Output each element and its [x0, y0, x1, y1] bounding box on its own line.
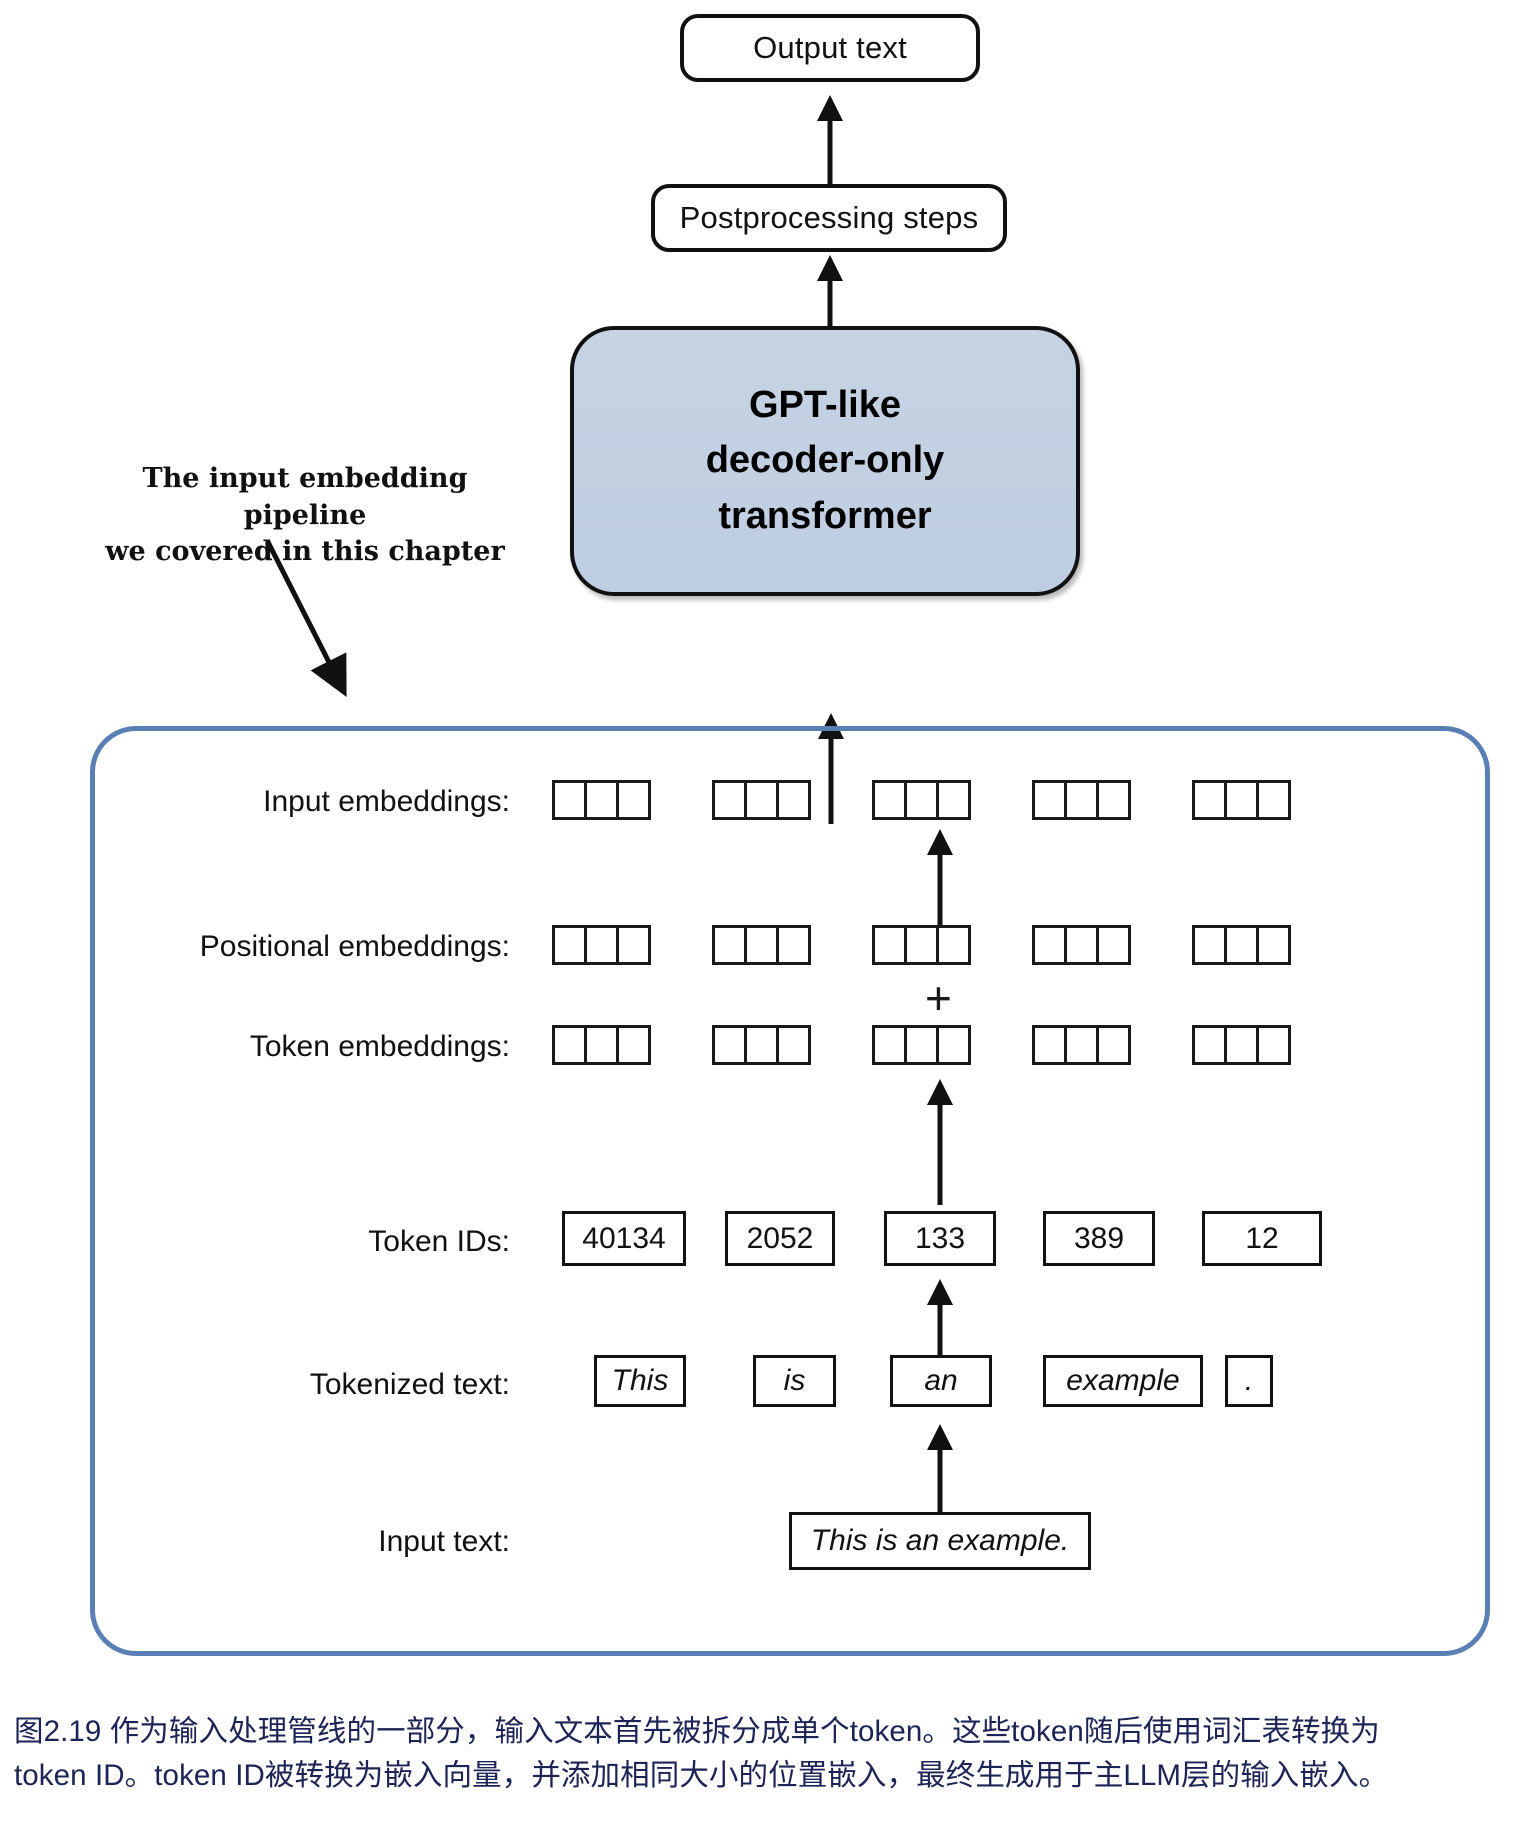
arrow-head-icon: [927, 1424, 953, 1450]
token-id-box: 2052: [725, 1211, 835, 1266]
embedding-cell: [552, 1025, 587, 1065]
token-embedding-group: [872, 1025, 971, 1065]
row-label-positional-embeddings: Positional embeddings:: [199, 930, 510, 963]
annotation-arrow: [265, 540, 347, 697]
embedding-cell: [1256, 780, 1291, 820]
embedding-cell: [936, 925, 971, 965]
token-text-box: .: [1225, 1355, 1273, 1407]
arrow-head-icon: [927, 829, 953, 855]
arrow-head-icon: [927, 1079, 953, 1105]
embedding-cell: [584, 1025, 619, 1065]
input-embedding-group: [872, 780, 971, 820]
embedding-cell: [1224, 780, 1259, 820]
row-label-input-text: Input text:: [378, 1525, 510, 1558]
embedding-cell: [1096, 925, 1131, 965]
gpt-model-box: GPT-like decoder-only transformer: [570, 326, 1080, 596]
token-embedding-group: [1192, 1025, 1291, 1065]
row-label-token-ids: Token IDs:: [368, 1225, 510, 1258]
token-embedding-group: [712, 1025, 811, 1065]
token-text-box: is: [753, 1355, 836, 1407]
embedding-cell: [904, 1025, 939, 1065]
positional-embedding-group: [552, 925, 651, 965]
caption-line-1: 图2.19 作为输入处理管线的一部分，输入文本首先被拆分成单个token。这些t…: [14, 1715, 1380, 1748]
embedding-cell: [1064, 1025, 1099, 1065]
embedding-cell: [904, 780, 939, 820]
embedding-cell: [904, 925, 939, 965]
token-id-box: 133: [884, 1211, 996, 1266]
embedding-cell: [872, 925, 907, 965]
token-id-box: 12: [1202, 1211, 1322, 1266]
embedding-cell: [744, 1025, 779, 1065]
embedding-cell: [1096, 1025, 1131, 1065]
embedding-cell: [552, 925, 587, 965]
embedding-cell: [712, 1025, 747, 1065]
embedding-cell: [1256, 1025, 1291, 1065]
embedding-cell: [1224, 1025, 1259, 1065]
embedding-cell: [1064, 780, 1099, 820]
embedding-cell: [936, 780, 971, 820]
token-text-box: an: [890, 1355, 992, 1407]
embedding-cell: [872, 780, 907, 820]
embedding-cell: [1032, 1025, 1067, 1065]
arrow-head-icon: [817, 255, 843, 281]
embedding-cell: [584, 780, 619, 820]
embedding-cell: [1256, 925, 1291, 965]
embedding-cell: [744, 925, 779, 965]
embedding-cell: [712, 925, 747, 965]
embedding-cell: [552, 780, 587, 820]
embedding-cell: [1032, 780, 1067, 820]
token-id-box: 389: [1043, 1211, 1155, 1266]
input-embedding-group: [712, 780, 811, 820]
embedding-cell: [616, 1025, 651, 1065]
input-embedding-pipeline-frame: [90, 726, 1490, 1656]
input-embedding-group: [552, 780, 651, 820]
input-text-box: This is an example.: [789, 1512, 1091, 1570]
input-embedding-group: [1032, 780, 1131, 820]
postprocessing-steps-label: Postprocessing steps: [679, 200, 979, 235]
figure-caption: 图2.19 作为输入处理管线的一部分，输入文本首先被拆分成单个token。这些t…: [14, 1710, 1504, 1799]
arrow-head-icon: [817, 95, 843, 121]
embedding-cell: [936, 1025, 971, 1065]
token-text-box: This: [594, 1355, 686, 1407]
embedding-cell: [1192, 1025, 1227, 1065]
embedding-cell: [712, 780, 747, 820]
row-label-tokenized-text: Tokenized text:: [309, 1368, 510, 1401]
embedding-cell: [1192, 780, 1227, 820]
positional-embedding-group: [1192, 925, 1291, 965]
embedding-cell: [872, 1025, 907, 1065]
embedding-cell: [616, 925, 651, 965]
gpt-model-label: GPT-like decoder-only transformer: [705, 384, 945, 537]
arrow-head-icon: [927, 1279, 953, 1305]
embedding-cell: [776, 1025, 811, 1065]
positional-embedding-group: [712, 925, 811, 965]
addition-operator: +: [925, 972, 952, 1024]
positional-embedding-group: [1032, 925, 1131, 965]
pipeline-annotation-text: The input embedding pipeline we covered …: [105, 463, 505, 568]
embedding-cell: [776, 925, 811, 965]
caption-line-2: token ID。token ID被转换为嵌入向量，并添加相同大小的位置嵌入，最…: [14, 1759, 1389, 1793]
token-id-box: 40134: [562, 1211, 686, 1266]
embedding-cell: [1192, 925, 1227, 965]
token-text-box: example: [1043, 1355, 1203, 1407]
embedding-cell: [744, 780, 779, 820]
row-label-input-embeddings: Input embeddings:: [263, 785, 510, 818]
embedding-cell: [616, 780, 651, 820]
embedding-cell: [584, 925, 619, 965]
pipeline-annotation: The input embedding pipeline we covered …: [85, 425, 525, 571]
positional-embedding-group: [872, 925, 971, 965]
postprocessing-steps-box: Postprocessing steps: [651, 184, 1007, 252]
token-embedding-group: [552, 1025, 651, 1065]
embedding-cell: [1064, 925, 1099, 965]
embedding-cell: [1096, 780, 1131, 820]
output-text-label: Output text: [753, 30, 907, 65]
embedding-cell: [1224, 925, 1259, 965]
token-embedding-group: [1032, 1025, 1131, 1065]
input-embedding-group: [1192, 780, 1291, 820]
embedding-cell: [776, 780, 811, 820]
embedding-cell: [1032, 925, 1067, 965]
row-label-token-embeddings: Token embeddings:: [249, 1030, 510, 1063]
output-text-box: Output text: [680, 14, 980, 82]
